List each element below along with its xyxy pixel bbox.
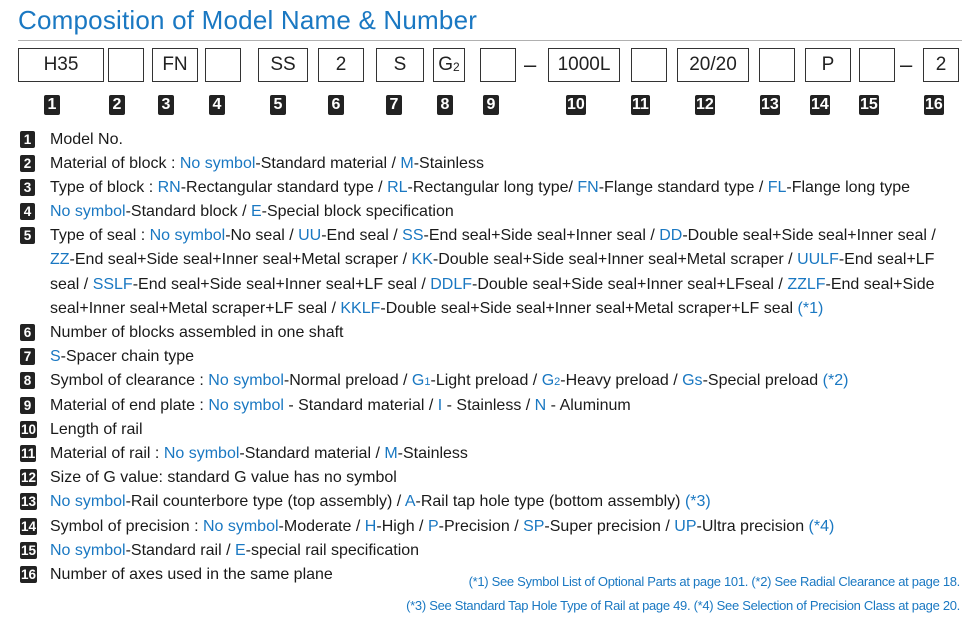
position-badge-15: 15: [859, 95, 879, 115]
legend-text: Type of seal : No symbol-No seal / UU-En…: [50, 227, 936, 317]
legend-badge: 15: [20, 541, 38, 559]
legend-text: Type of block : RN-Rectangular standard …: [50, 179, 911, 197]
legend-item-8: 8 Symbol of clearance : No symbol-Normal …: [20, 369, 965, 394]
position-badge-6: 6: [328, 95, 344, 115]
code-box-12: 20/20: [677, 48, 749, 82]
legend-item-7: 7 S-Spacer chain type: [20, 345, 965, 369]
legend-item-13: 13 No symbol-Rail counterbore type (top a…: [20, 490, 965, 514]
position-badge-4: 4: [209, 95, 225, 115]
position-badge-3: 3: [158, 95, 174, 115]
legend-badge: 10: [20, 421, 38, 439]
position-badge-8: 8: [437, 95, 453, 115]
legend-badge: 5: [20, 227, 35, 245]
legend-badge: 2: [20, 155, 35, 173]
legend-item-1: 1 Model No.: [20, 128, 965, 152]
footnote-1: (*1) See Symbol List of Optional Parts a…: [468, 574, 961, 589]
legend-badge: 12: [20, 469, 38, 487]
position-badge-9: 9: [483, 95, 499, 115]
legend-text: No symbol-Standard block / E-Special blo…: [50, 203, 454, 221]
legend-item-2: 2 Material of block : No symbol-Standard …: [20, 152, 965, 176]
legend-text: Material of rail : No symbol-Standard ma…: [50, 445, 468, 463]
legend-badge: 16: [20, 565, 38, 583]
code-box-14: P: [805, 48, 851, 82]
code-dash: –: [524, 52, 537, 77]
position-badge-1: 1: [44, 95, 60, 115]
page-title: Composition of Model Name & Number: [18, 5, 478, 35]
legend-item-10: 10 Length of rail: [20, 418, 965, 442]
position-badge-5: 5: [270, 95, 286, 115]
code-box-7: S: [376, 48, 424, 82]
code-dash: –: [900, 52, 913, 77]
code-box-16: 2: [923, 48, 959, 82]
legend-item-15: 15 No symbol-Standard rail / E-special ra…: [20, 539, 965, 563]
position-badge-11: 11: [631, 95, 650, 115]
legend-badge: 14: [20, 517, 38, 535]
legend-item-11: 11 Material of rail : No symbol-Standard …: [20, 442, 965, 466]
legend-text: Number of axes used in the same plane: [50, 565, 333, 583]
legend-text: Model No.: [50, 131, 123, 148]
legend-list: 1 Model No. 2 Material of block : No symbol…: [20, 128, 965, 587]
footnote-2: (*3) See Standard Tap Hole Type of Rail …: [406, 598, 960, 613]
code-box-4: [205, 48, 241, 82]
legend-item-12: 12 Size of G value: standard G value has …: [20, 466, 965, 490]
title-divider: [18, 40, 962, 41]
legend-badge: 9: [20, 397, 35, 415]
legend-text: Symbol of clearance : No symbol-Normal p…: [50, 371, 849, 389]
legend-badge: 3: [20, 179, 35, 197]
code-box-10: 1000L: [548, 48, 620, 82]
legend-item-3: 3 Type of block : RN-Rectangular standard…: [20, 176, 965, 200]
code-box-13: [759, 48, 795, 82]
legend-item-5: 5 Type of seal : No symbol-No seal / UU-E…: [20, 224, 965, 320]
legend-item-9: 9 Material of end plate : No symbol - Sta…: [20, 394, 965, 418]
legend-item-16: 16 Number of axes used in the same plane: [20, 563, 965, 587]
legend-text: S-Spacer chain type: [50, 347, 195, 365]
legend-badge: 4: [20, 203, 35, 221]
position-badge-7: 7: [386, 95, 402, 115]
legend-text: No symbol-Rail counterbore type (top ass…: [50, 493, 711, 511]
legend-text: Size of G value: standard G value has no…: [50, 469, 397, 487]
legend-badge: 13: [20, 493, 38, 511]
code-box-9: [480, 48, 516, 82]
legend-item-4: 4 No symbol-Standard block / E-Special bl…: [20, 200, 965, 224]
code-box-5: SS: [258, 48, 308, 82]
position-badge-2: 2: [109, 95, 125, 115]
code-box-11: [631, 48, 667, 82]
position-badge-13: 13: [760, 95, 780, 115]
legend-badge: 8: [20, 371, 35, 389]
code-box-3: FN: [152, 48, 198, 82]
legend-badge: 1: [20, 131, 35, 148]
code-box-6: 2: [318, 48, 364, 82]
position-badge-12: 12: [695, 95, 715, 115]
code-box-15: [859, 48, 895, 82]
legend-text: Material of block : No symbol-Standard m…: [50, 155, 484, 173]
legend-text: Symbol of precision : No symbol-Moderate…: [50, 517, 835, 535]
legend-item-14: 14 Symbol of precision : No symbol-Modera…: [20, 515, 965, 539]
position-badge-16: 16: [924, 95, 944, 115]
position-badge-14: 14: [810, 95, 830, 115]
legend-badge: 6: [20, 323, 35, 341]
legend-text: Length of rail: [50, 421, 143, 439]
legend-text: Number of blocks assembled in one shaft: [50, 323, 344, 341]
code-box-1: H35: [18, 48, 104, 82]
legend-text: Material of end plate : No symbol - Stan…: [50, 397, 631, 415]
position-badge-10: 10: [566, 95, 586, 115]
code-box-2: [108, 48, 144, 82]
legend-badge: 11: [20, 445, 37, 463]
legend-badge: 7: [20, 347, 35, 365]
legend-text: No symbol-Standard rail / E-special rail…: [50, 541, 420, 559]
legend-item-6: 6 Number of blocks assembled in one shaft: [20, 321, 965, 345]
